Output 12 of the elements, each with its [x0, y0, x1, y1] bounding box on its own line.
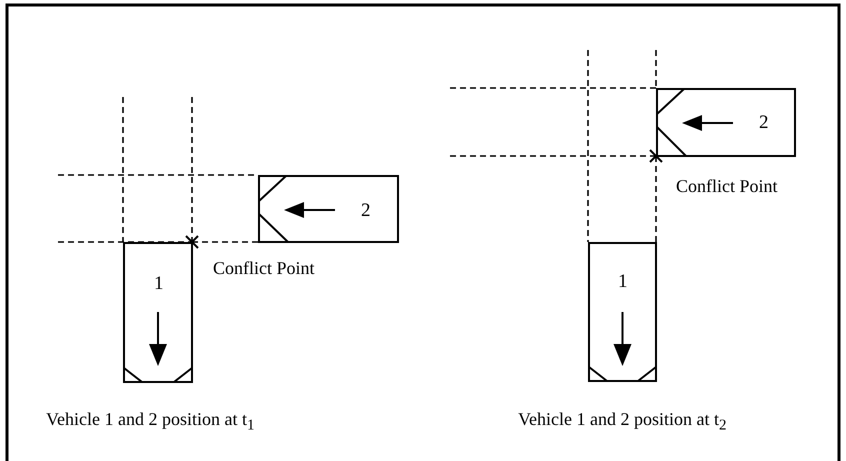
vehicle-number: 2 — [759, 113, 768, 133]
vehicle-number: 2 — [361, 201, 370, 221]
point-label: Conflict Point — [676, 175, 778, 197]
point-label: Conflict Point — [213, 257, 315, 279]
vehicle-box — [123, 242, 193, 383]
caption: Vehicle 1 and 2 position at t$_{1}$ — [46, 408, 254, 436]
vehicle-box — [258, 175, 399, 243]
vehicle-box — [588, 242, 657, 382]
vehicle-box — [656, 88, 796, 157]
caption: Vehicle 1 and 2 position at t$_{2}$ — [518, 408, 726, 436]
vehicle-number: 1 — [618, 272, 628, 292]
vehicle-number: 1 — [154, 274, 164, 294]
